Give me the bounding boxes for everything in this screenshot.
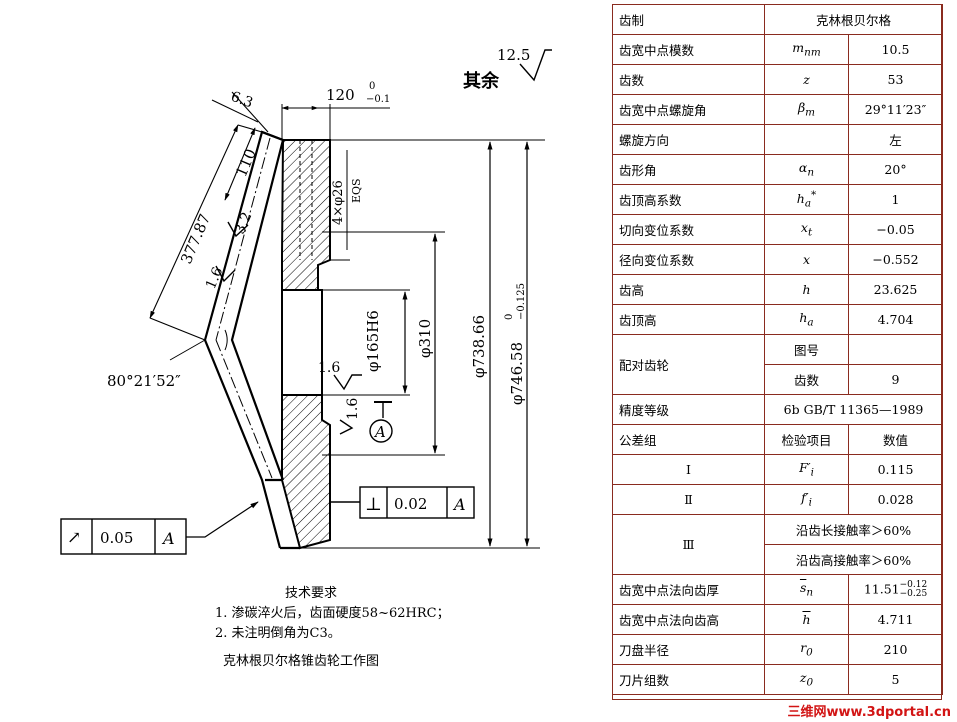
table-row: 齿形角 αn 20° — [612, 154, 944, 185]
dim-1-6-c: 1.6 — [345, 398, 361, 420]
dim-377: 377.87 — [177, 211, 214, 266]
roughness-other-text: 其余 — [463, 70, 500, 92]
gear-parameter-table: 齿制 克林根贝尔格 齿宽中点模数 mnm 10.5 齿数 z 53 齿宽中点螺旋… — [612, 4, 944, 695]
datum-a-marker: A — [369, 401, 393, 443]
table-row: 精度等级 6b GB/T 11365—1989 — [612, 394, 944, 425]
gear-drawing: φ165H6 φ310 φ738.66 φ746.58 0 −0.125 4×φ… — [60, 46, 552, 555]
frame-perpendicularity — [330, 486, 475, 519]
roughness-other-value: 12.5 — [497, 46, 530, 64]
frame-runout — [60, 518, 187, 555]
datum-a-label: A — [373, 423, 386, 441]
dim-angle: 80°21′52″ — [107, 372, 181, 390]
roughness-symbols — [215, 49, 552, 435]
table-row: 公差组 检验项目 数值 — [612, 424, 944, 455]
table-row: 齿高 h 23.625 — [612, 274, 944, 305]
table-row: Ⅲ 沿齿长接触率＞60% — [612, 514, 944, 575]
perp-symbol: ⊥ — [365, 494, 382, 515]
dim-phi746-tol-up: 0 — [504, 314, 515, 320]
table-row: 刀盘半径 r0 210 — [612, 634, 944, 665]
notes-item-1: 1. 渗碳淬火后，齿面硬度58~62HRC； — [215, 606, 450, 621]
table-row: 齿数 z 53 — [612, 64, 944, 95]
dim-phi310: φ310 — [416, 319, 434, 358]
dim-120-tol-up: 0 — [369, 81, 375, 92]
table-row: 齿数 9 — [613, 364, 944, 395]
dim-1-6-b: 1.6 — [318, 360, 340, 376]
dim-3-2: 3.2 — [232, 210, 255, 237]
bore-region — [281, 289, 323, 396]
table-row: 齿宽中点螺旋角 βm 29°11′23″ — [612, 94, 944, 125]
technical-notes: 技术要求 1. 渗碳淬火后，齿面硬度58~62HRC； 2. 未注明倒角为C3。… — [215, 584, 450, 672]
table-row: 配对齿轮 图号 — [612, 334, 944, 395]
table-row: 齿制 克林根贝尔格 — [612, 4, 944, 35]
perp-value: 0.02 — [394, 495, 427, 513]
dim-eqs: EQS — [350, 178, 363, 203]
table-row: 齿顶高系数 ha* 1 — [612, 184, 944, 215]
perp-datum: A — [452, 495, 466, 514]
dim-6-3: 6.3 — [229, 89, 255, 112]
table-row: Ⅱ f′i 0.028 — [612, 484, 944, 515]
table-row: 齿顶高 ha 4.704 — [612, 304, 944, 335]
dim-120-tol-low: −0.1 — [366, 94, 390, 105]
runout-value: 0.05 — [100, 529, 133, 547]
table-row: 沿齿高接触率＞60% — [613, 544, 944, 575]
dim-4x26: 4×φ26 — [331, 180, 346, 225]
table-row: Ⅰ F′i 0.115 — [612, 454, 944, 485]
dim-120: 120 — [326, 86, 355, 104]
table-row: 齿宽中点模数 mnm 10.5 — [612, 34, 944, 65]
table-row: 螺旋方向 左 — [612, 124, 944, 155]
dim-phi746-tol-low: −0.125 — [516, 283, 527, 320]
runout-datum: A — [161, 529, 175, 548]
table-row: 切向变位系数 xt −0.05 — [612, 214, 944, 245]
table-row: 齿宽中点法向齿厚 sn 11.51−0.12−0.25 — [612, 574, 944, 605]
gear-section — [281, 139, 331, 550]
table-row: 齿宽中点法向齿高 h 4.711 — [612, 604, 944, 635]
table-row: 刀片组数 z0 5 — [612, 664, 944, 695]
watermark: 三维网www.3dportal.cn — [787, 705, 951, 720]
table-row: 径向变位系数 x −0.552 — [612, 244, 944, 275]
dim-phi738: φ738.66 — [470, 315, 488, 378]
dim-phi746: φ746.58 — [508, 342, 526, 405]
runout-symbol: ↗ — [67, 528, 81, 548]
notes-item-2: 2. 未注明倒角为C3。 — [215, 626, 341, 641]
drawing-caption: 克林根贝尔格锥齿轮工作图 — [223, 654, 380, 669]
dim-phi165: φ165H6 — [364, 310, 382, 372]
notes-title: 技术要求 — [285, 586, 338, 601]
